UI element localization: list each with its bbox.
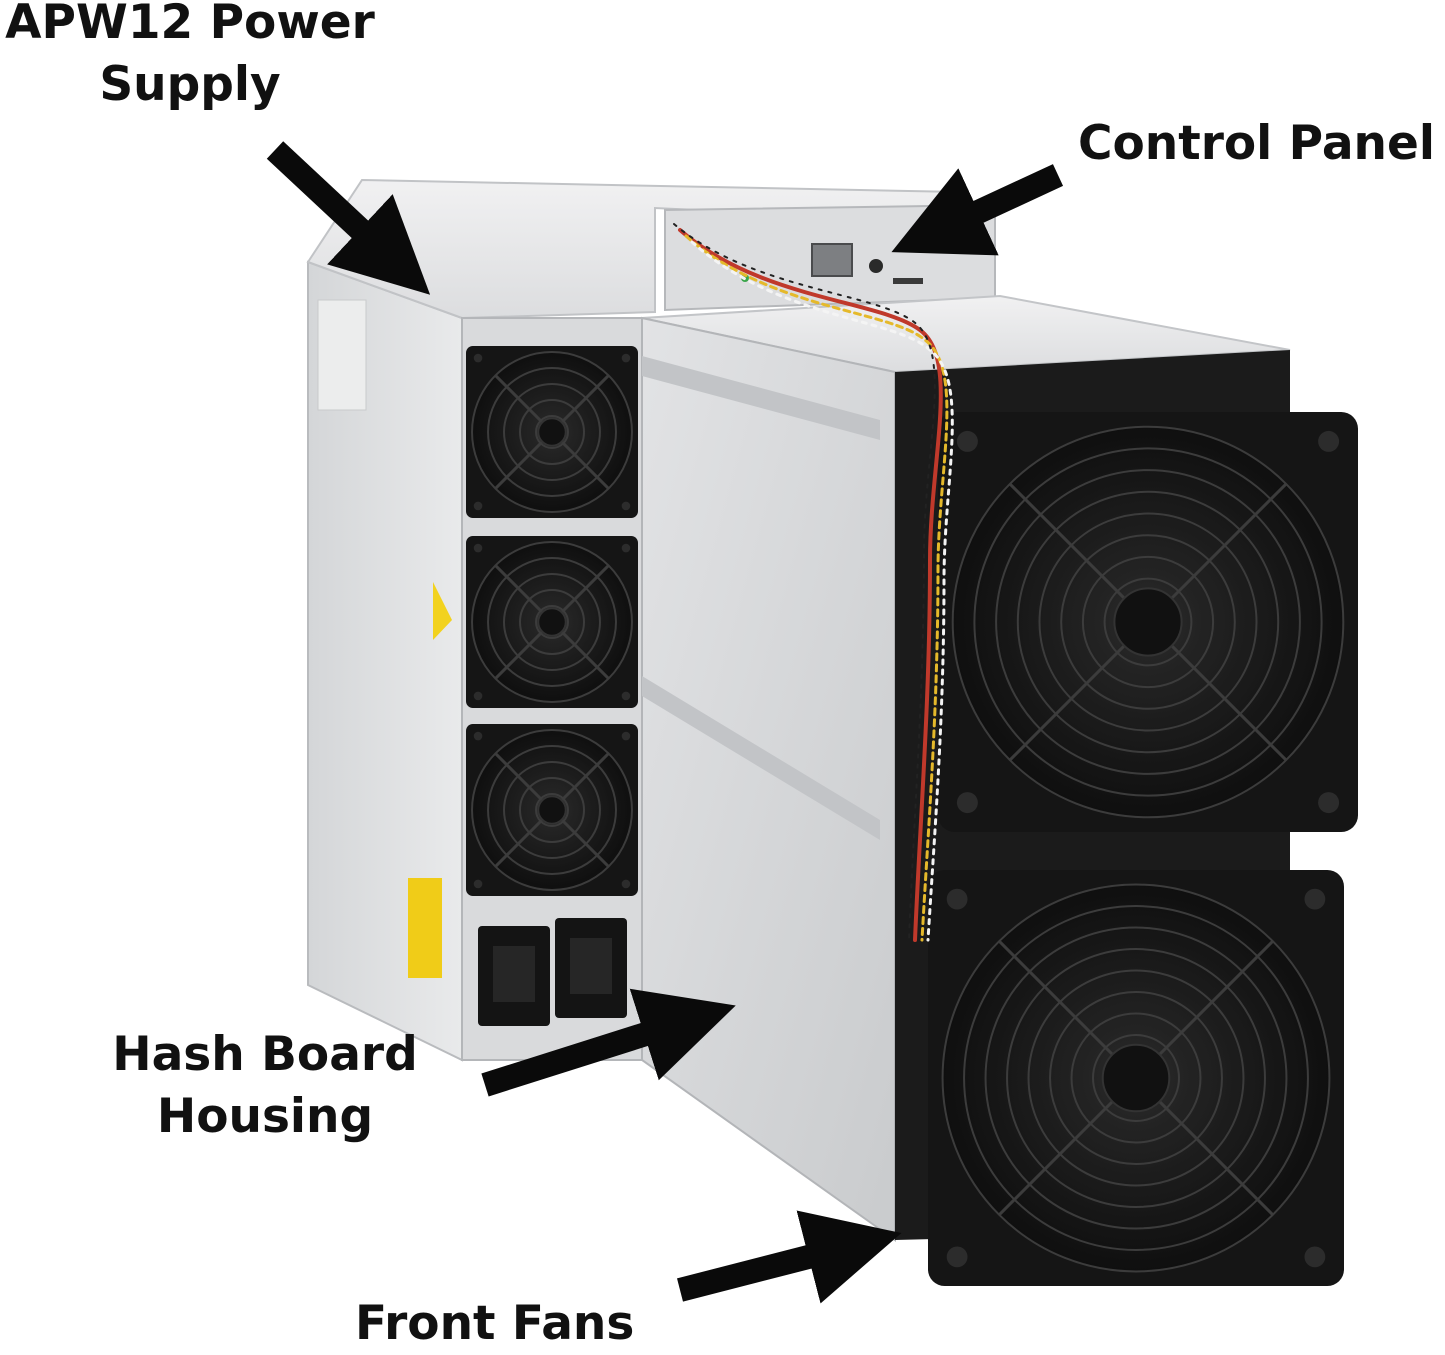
psu-fan-bottom-grill-ring: [503, 761, 601, 859]
label-hash-board-housing: Hash Board Housing: [100, 1024, 430, 1148]
label-apw12-power-supply: APW12 Power Supply: [0, 0, 380, 116]
psu-fan-bottom-grill-ring: [471, 729, 633, 891]
front-fan-upper-screw: [1318, 792, 1340, 814]
psu-fan-bottom-screw: [473, 879, 483, 889]
front-fan-upper-grill-ring: [995, 469, 1301, 775]
front-fan-upper-grill-ring: [951, 425, 1345, 819]
wire-bundle-white: [690, 240, 954, 942]
front-fan-upper-screw: [1318, 430, 1340, 452]
label-front-fans-line1: Front Fans: [355, 1296, 635, 1351]
psu-fan-middle-hub: [537, 607, 567, 637]
arrow-to-control-panel: [891, 164, 1064, 256]
front-fan-lower-screw: [1304, 1246, 1326, 1268]
psu-fan-stack: [466, 346, 638, 896]
front-fan-upper-grill-ring: [1103, 577, 1193, 667]
front-fan-upper-hub: [1113, 587, 1183, 657]
label-front-fans: Front Fans: [355, 1293, 665, 1355]
psu-fan-bottom: [466, 724, 638, 896]
reset-button: [869, 259, 883, 273]
front-fan-upper-grill-ring: [1016, 490, 1280, 754]
ac-socket-left-inner: [493, 946, 535, 1002]
front-fan-lower-screw: [1304, 888, 1326, 910]
psu-fan-top-grill-ring: [471, 351, 633, 513]
front-fan-lower-screw: [946, 888, 968, 910]
psu-fan-bottom-screw: [621, 879, 631, 889]
psu-fan-middle: [466, 536, 638, 708]
psu-fan-middle-grill-ring: [487, 557, 617, 687]
psu-fan-bottom-screw: [473, 731, 483, 741]
housing-rail-lower: [642, 676, 880, 840]
label-control-panel: Control Panel: [1078, 113, 1445, 175]
psu-fan-bottom-screw: [621, 731, 631, 741]
psu-fan-top-grill-ring: [503, 383, 601, 481]
arrow-to-hash-board: [481, 988, 736, 1097]
front-fan-upper-screw: [956, 792, 978, 814]
psu-fan-bottom-grill-ring: [487, 745, 617, 875]
psu-fan-top-screw: [473, 501, 483, 511]
psu-fan-top-grill-ring: [535, 415, 569, 449]
housing-side: [641, 316, 896, 1242]
front-fan-lower-screw: [946, 1246, 968, 1268]
front-fan-lower-grill-ring: [1092, 1034, 1180, 1122]
label-hash-board-line1: Hash Board: [112, 1027, 418, 1082]
front-fan-upper-grill-ring: [1038, 512, 1258, 732]
psu-fan-bottom-hub: [537, 795, 567, 825]
psu-fan-top-hub: [537, 417, 567, 447]
psu-fan-middle-screw: [621, 543, 631, 553]
ac-socket-right-inner: [570, 938, 612, 994]
front-fan-lower-grill-ring: [1049, 991, 1223, 1165]
front-fan-lower-grill-ring: [963, 905, 1309, 1251]
front-fan-lower: [928, 870, 1344, 1286]
front-fan-lower-grill-ring: [984, 926, 1288, 1230]
housing-rail-upper: [642, 356, 880, 440]
front-fan-upper-grill-ring: [973, 447, 1323, 797]
psu-fan-top-screw: [473, 353, 483, 363]
front-fan-upper-grill-ring: [1081, 555, 1215, 689]
label-power-supply-line1: APW12 Power: [5, 0, 375, 50]
psu-fan-middle-grill-ring: [519, 589, 585, 655]
wire-bundle-red: [678, 228, 943, 942]
psu-fan-top-grill-ring: [519, 399, 585, 465]
front-fan-lower-grill-ring: [1070, 1012, 1202, 1144]
psu-fan-top-screw: [621, 501, 631, 511]
psu-fan-middle-grill-ring: [471, 541, 633, 703]
front-fan-lower-grill-ring: [941, 883, 1331, 1273]
yellow-caution-sticker: [408, 878, 442, 978]
arrow-to-power-supply: [266, 141, 431, 295]
psu-fan-top-screw: [621, 353, 631, 363]
arrow-to-front-fans: [677, 1210, 902, 1304]
warning-sticker-icon: [433, 582, 452, 640]
fan-wires: [673, 223, 954, 942]
ac-power-sockets: [478, 918, 627, 1026]
front-fan-lower-hub: [1101, 1043, 1171, 1113]
front-fan-stack: [928, 412, 1358, 1286]
psu-label-sticker: [317, 299, 367, 411]
wire-bundle-black: [673, 223, 936, 941]
front-fan-lower-grill-ring: [1006, 948, 1266, 1208]
label-control-panel-line1: Control Panel: [1078, 116, 1435, 171]
ethernet-port-icon: [811, 243, 853, 277]
callout-arrows: [266, 141, 1064, 1304]
label-power-supply-line2: Supply: [99, 57, 281, 112]
wire-bundle-yellow: [684, 234, 949, 942]
sd-card-slot: [893, 278, 923, 284]
psu-fan-bottom-grill-ring: [535, 793, 569, 827]
psu-fan-middle-grill-ring: [503, 573, 601, 671]
label-hash-board-line2: Housing: [156, 1089, 374, 1144]
front-fan-upper-grill-ring: [1060, 534, 1236, 710]
psu-fan-top-grill-ring: [487, 367, 617, 497]
psu-fan-middle-grill-ring: [535, 605, 569, 639]
psu-fan-middle-screw: [473, 691, 483, 701]
psu-fan-middle-screw: [621, 691, 631, 701]
psu-fan-middle-screw: [473, 543, 483, 553]
front-fan-lower-grill-ring: [1027, 969, 1245, 1187]
front-fan-upper: [938, 412, 1358, 832]
front-fan-upper-screw: [956, 430, 978, 452]
psu-fan-top: [466, 346, 638, 518]
psu-fan-bottom-grill-ring: [519, 777, 585, 843]
